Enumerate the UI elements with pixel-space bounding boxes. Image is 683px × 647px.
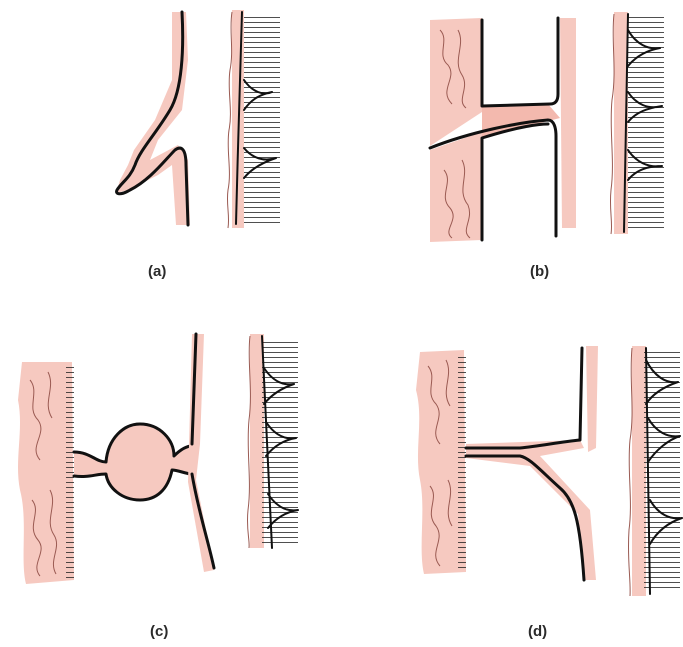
panel-d: (d) bbox=[416, 346, 682, 640]
panel-b-left-thick-wall bbox=[430, 18, 482, 242]
panel-c-thin-wall bbox=[188, 334, 214, 572]
panel-c-left-thick-wall bbox=[18, 362, 74, 584]
panel-d-label: (d) bbox=[528, 623, 547, 640]
panel-c-muscle-wall bbox=[247, 334, 298, 548]
panel-d-tract bbox=[466, 346, 598, 580]
panel-a: (a) bbox=[116, 10, 280, 280]
panel-b-muscle-wall bbox=[610, 12, 664, 234]
panel-b: (b) bbox=[430, 12, 664, 280]
panel-a-muscle-wall bbox=[227, 10, 280, 228]
panel-d-left-thick-wall bbox=[416, 350, 466, 574]
panel-c: (c) bbox=[18, 334, 298, 640]
panel-a-thin-wall-pouch bbox=[116, 12, 190, 225]
panel-b-label: (b) bbox=[530, 263, 549, 280]
panel-a-label: (a) bbox=[148, 263, 166, 280]
panel-d-muscle-wall bbox=[628, 346, 682, 596]
panel-c-diverticulum-sac bbox=[74, 424, 196, 500]
panel-c-label: (c) bbox=[150, 623, 168, 640]
